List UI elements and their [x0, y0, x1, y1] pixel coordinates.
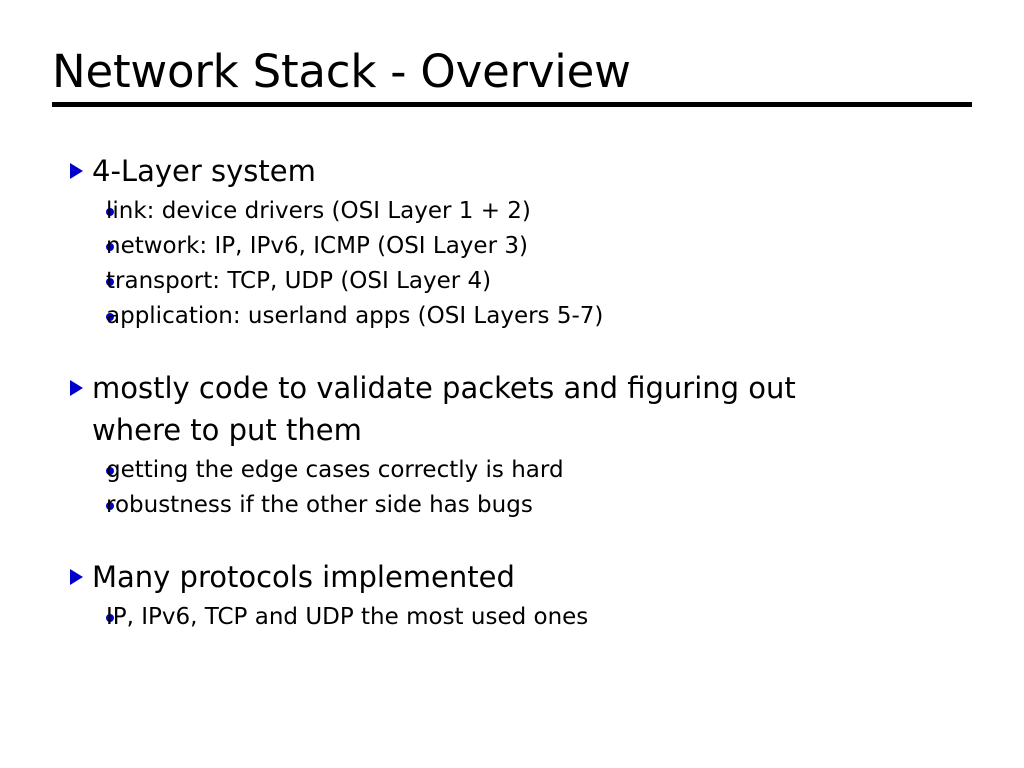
bullet-level2: getting the edge cases correctly is hard [70, 453, 1000, 487]
title-block: Network Stack - Overview [52, 46, 972, 107]
bullet-group: mostly code to validate packets and figu… [70, 367, 1000, 522]
bullet-level2: transport: TCP, UDP (OSI Layer 4) [70, 264, 1000, 298]
bullet-level2-label: network: IP, IPv6, ICMP (OSI Layer 3) [106, 233, 528, 259]
dot-bullet-icon [70, 229, 114, 251]
dot-bullet-icon [70, 299, 114, 321]
sub-bullet-list: IP, IPv6, TCP and UDP the most used ones [70, 600, 1000, 634]
bullet-level2-label: application: userland apps (OSI Layers 5… [106, 303, 604, 329]
dot-bullet-icon [70, 453, 114, 475]
dot-bullet-icon [70, 600, 114, 622]
bullet-level1-label: mostly code to validate packets and figu… [92, 371, 796, 447]
dot-bullet-icon [70, 194, 114, 216]
bullet-level2-label: getting the edge cases correctly is hard [106, 457, 564, 483]
bullet-level2-label: link: device drivers (OSI Layer 1 + 2) [106, 198, 531, 224]
slide-body: 4-Layer system link: device drivers (OSI… [70, 150, 1000, 634]
page-title: Network Stack - Overview [52, 45, 631, 98]
bullet-level2-label: transport: TCP, UDP (OSI Layer 4) [106, 268, 492, 294]
bullet-level1: mostly code to validate packets and figu… [70, 367, 1000, 451]
bullet-level2-label: IP, IPv6, TCP and UDP the most used ones [106, 604, 589, 630]
bullet-level1-label: Many protocols implemented [92, 560, 515, 594]
sub-bullet-list: getting the edge cases correctly is hard… [70, 453, 1000, 522]
bullet-level2: application: userland apps (OSI Layers 5… [70, 299, 1000, 333]
bullet-group: 4-Layer system link: device drivers (OSI… [70, 150, 1000, 333]
triangle-right-bullet-icon [70, 556, 92, 585]
sub-bullet-list: link: device drivers (OSI Layer 1 + 2) n… [70, 194, 1000, 333]
title-underline-rule [52, 102, 972, 107]
bullet-level1: 4-Layer system [70, 150, 1000, 192]
dot-bullet-icon [70, 264, 114, 286]
bullet-level2: robustness if the other side has bugs [70, 488, 1000, 522]
bullet-level2: IP, IPv6, TCP and UDP the most used ones [70, 600, 1000, 634]
bullet-level2: network: IP, IPv6, ICMP (OSI Layer 3) [70, 229, 1000, 263]
dot-bullet-icon [70, 488, 114, 510]
triangle-right-bullet-icon [70, 367, 92, 396]
bullet-level2: link: device drivers (OSI Layer 1 + 2) [70, 194, 1000, 228]
triangle-right-bullet-icon [70, 150, 92, 179]
bullet-group: Many protocols implemented IP, IPv6, TCP… [70, 556, 1000, 634]
bullet-level1-label: 4-Layer system [92, 154, 316, 188]
bullet-level2-label: robustness if the other side has bugs [106, 492, 533, 518]
bullet-level1: Many protocols implemented [70, 556, 1000, 598]
